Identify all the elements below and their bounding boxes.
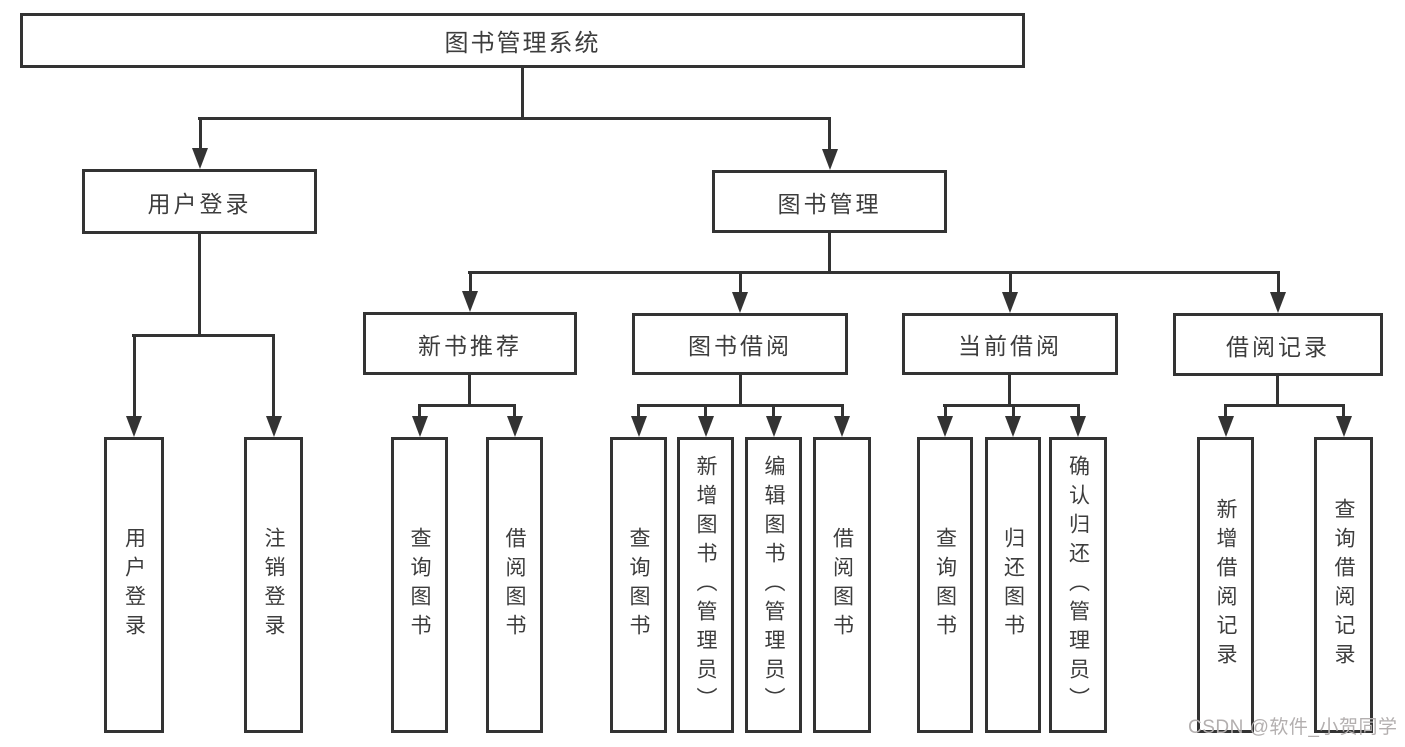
node-book-borrowing: 图书借阅 — [632, 313, 848, 375]
leaf-borrow-books: 借阅图书 — [813, 437, 871, 733]
connector-drop-leaf — [704, 404, 707, 419]
arrowhead-down-icon — [1217, 416, 1234, 437]
node-label: 图书管理 — [777, 190, 882, 217]
node-user-login: 用户登录 — [82, 169, 317, 234]
arrowhead-down-icon — [126, 416, 142, 437]
connector-drop-leaf — [1342, 404, 1345, 419]
leaf-label: 注销登录 — [262, 527, 285, 643]
leaf-label: 确认归还（管理员） — [1066, 454, 1090, 716]
connector-stem-current-borrowing — [1008, 375, 1011, 407]
connector-drop-current-borrowing — [1008, 271, 1012, 295]
connector-drop-borrowing-records — [1276, 271, 1280, 295]
leaf-logout: 注销登录 — [244, 437, 303, 733]
node-borrowing-records: 借阅记录 — [1173, 313, 1383, 376]
leaf-label: 借阅图书 — [503, 527, 526, 643]
connector-bus-records-children — [1224, 404, 1345, 407]
leaf-label: 查询图书 — [408, 527, 431, 643]
arrowhead-down-icon — [265, 416, 282, 437]
connector-stem-new-book-recommend — [468, 375, 471, 407]
connector-drop-leaf — [637, 404, 640, 419]
node-label: 图书借阅 — [688, 333, 792, 359]
arrowhead-down-icon — [937, 416, 953, 437]
leaf-query-books-recommend: 查询图书 — [391, 437, 448, 733]
node-label: 新书推荐 — [418, 332, 522, 359]
leaf-edit-book-admin: 编辑图书（管理员） — [745, 437, 802, 733]
leaf-label: 新增借阅记录 — [1214, 498, 1237, 672]
arrowhead-down-icon — [1070, 416, 1086, 437]
connector-stem-book-management — [828, 233, 831, 274]
leaf-return-book: 归还图书 — [985, 437, 1041, 733]
arrowhead-down-icon — [1270, 292, 1286, 313]
leaf-label: 查询图书 — [933, 527, 957, 643]
leaf-borrow-books-recommend: 借阅图书 — [486, 437, 543, 733]
connector-bus-level3 — [468, 271, 1280, 274]
node-book-management: 图书管理 — [712, 170, 947, 233]
connector-stem-user-login — [198, 233, 201, 337]
arrowhead-down-icon — [1005, 416, 1021, 437]
connector-drop-book-borrowing — [738, 271, 742, 295]
connector-drop-leaf — [418, 404, 421, 419]
node-label: 用户登录 — [147, 190, 252, 217]
connector-bus-level2 — [198, 117, 831, 120]
connector-drop-user-login — [198, 117, 202, 150]
connector-bus-recommend-children — [418, 404, 516, 407]
connector-stem-root — [521, 68, 524, 120]
arrowhead-down-icon — [765, 416, 782, 437]
arrowhead-down-icon — [462, 291, 478, 312]
leaf-label: 编辑图书（管理员） — [762, 454, 785, 716]
leaf-confirm-return-admin: 确认归还（管理员） — [1049, 437, 1107, 733]
connector-drop-leaf — [1076, 404, 1080, 419]
connector-drop-leaf — [943, 404, 947, 419]
node-current-borrowing: 当前借阅 — [902, 313, 1118, 375]
connector-drop-leaf — [1224, 404, 1227, 419]
arrowhead-down-icon — [1002, 292, 1018, 313]
connector-drop-leaf — [772, 404, 775, 419]
arrowhead-down-icon — [411, 416, 428, 437]
csdn-watermark: CSDN @软件_小贺同学 — [1188, 717, 1398, 738]
node-label: 当前借阅 — [958, 333, 1062, 359]
arrowhead-down-icon — [192, 148, 208, 169]
connector-drop-leaf — [513, 404, 516, 419]
leaf-query-books-current: 查询图书 — [917, 437, 973, 733]
leaf-query-books-borrowing: 查询图书 — [610, 437, 667, 733]
node-label: 图书管理系统 — [444, 30, 601, 57]
leaf-label: 查询借阅记录 — [1332, 498, 1355, 672]
connector-drop-leaf-logout — [272, 334, 275, 418]
node-label: 借阅记录 — [1226, 333, 1330, 360]
connector-drop-new-book-recommend — [468, 271, 472, 294]
connector-drop-leaf — [1011, 404, 1015, 419]
arrowhead-down-icon — [821, 149, 838, 170]
leaf-label: 用户登录 — [122, 527, 146, 643]
leaf-label: 归还图书 — [1001, 527, 1025, 643]
leaf-label: 新增图书（管理员） — [694, 454, 717, 716]
arrowhead-down-icon — [732, 292, 748, 313]
arrowhead-down-icon — [630, 416, 647, 437]
connector-drop-book-management — [828, 117, 831, 151]
leaf-add-borrow-record: 新增借阅记录 — [1197, 437, 1254, 733]
leaf-user-login: 用户登录 — [104, 437, 164, 733]
connector-drop-leaf-user-login — [132, 334, 136, 418]
leaf-add-book-admin: 新增图书（管理员） — [677, 437, 734, 733]
arrowhead-down-icon — [697, 416, 714, 437]
arrowhead-down-icon — [834, 416, 850, 437]
arrowhead-down-icon — [506, 416, 523, 437]
leaf-query-borrow-record: 查询借阅记录 — [1314, 437, 1373, 733]
leaf-label: 查询图书 — [627, 527, 650, 643]
leaf-label: 借阅图书 — [830, 527, 854, 643]
connector-drop-leaf — [840, 404, 844, 419]
arrowhead-down-icon — [1335, 416, 1352, 437]
connector-stem-borrowing-records — [1276, 376, 1279, 407]
connector-bus-user-login-children — [132, 334, 275, 337]
connector-stem-book-borrowing — [739, 375, 742, 407]
connector-bus-borrowing-children — [637, 404, 844, 407]
node-library-management-system: 图书管理系统 — [20, 13, 1025, 68]
node-new-book-recommend: 新书推荐 — [363, 312, 577, 375]
